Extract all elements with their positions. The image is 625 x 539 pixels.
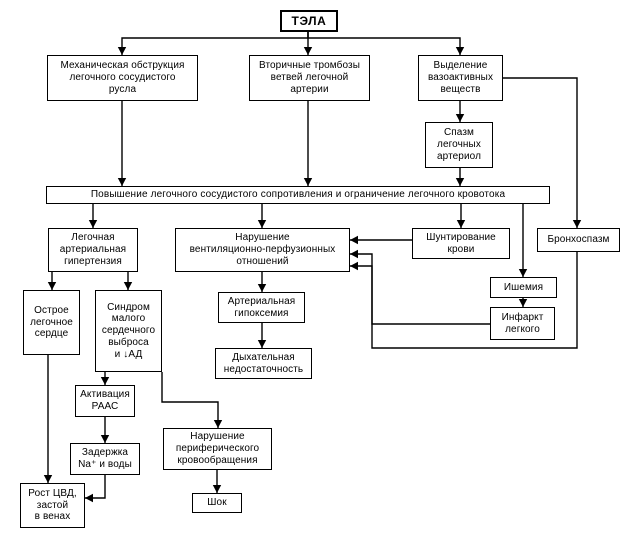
arrowhead-acute_cor-to-cvp_rise <box>43 475 53 483</box>
arrowhead-bronchospasm-to-vent_perf <box>350 261 358 271</box>
arrowhead-band-to-ischemia <box>518 269 528 277</box>
arrowhead-tela-to-mech_obstr <box>117 47 127 55</box>
node-shunt: Шунтирование крови <box>412 228 510 259</box>
arrowhead-tela-to-vasoactive <box>455 47 465 55</box>
node-na_retention: Задержка Na⁺ и воды <box>70 443 140 475</box>
node-pulm_hyper: Легочная артериальная гипертензия <box>48 228 138 272</box>
edge-na_retention-to-cvp_rise <box>85 475 106 499</box>
node-band: Повышение легочного сосудистого сопротив… <box>46 186 550 204</box>
node-mech_obstr: Механическая обструкция легочного сосуди… <box>47 55 198 101</box>
arrowhead-peripheral_circ-to-shock <box>212 485 222 493</box>
node-vent_perf: Нарушение вентиляционно-перфузионных отн… <box>175 228 350 272</box>
edge-bronchospasm-to-vent_perf <box>350 252 578 349</box>
arrowhead-band-to-pulm_hyper <box>88 220 98 228</box>
node-bronchospasm: Бронхоспазм <box>537 228 620 252</box>
node-shock: Шок <box>192 493 242 513</box>
arrowhead-low_output-to-raas <box>100 377 110 385</box>
node-infarct: Инфаркт легкого <box>490 307 555 340</box>
arrowhead-na_retention-to-cvp_rise <box>85 493 93 503</box>
arrowhead-band-to-shunt <box>456 220 466 228</box>
arrowhead-raas-to-na_retention <box>100 435 110 443</box>
arrowhead-low_output-to-peripheral_circ <box>213 420 223 428</box>
node-low_output: Синдром малого сердечного выброса и ↓АД <box>95 290 162 372</box>
arrowhead-band-to-vent_perf <box>257 220 267 228</box>
arrowhead-pulm_hyper-to-acute_cor <box>47 282 57 290</box>
node-spasm: Спазм легочных артериол <box>425 122 493 168</box>
arrowhead-mech_obstr-to-band <box>117 178 127 186</box>
arrowhead-sec_thromb-to-band <box>303 178 313 186</box>
node-art_hypox: Артериальная гипоксемия <box>218 292 305 323</box>
edge-low_output-to-peripheral_circ <box>161 372 219 428</box>
node-sec_thromb: Вторичные тромбозы ветвей легочной артер… <box>249 55 370 101</box>
node-raas: Активация РААС <box>75 385 135 417</box>
node-vasoactive: Выделение вазоактивных веществ <box>418 55 503 101</box>
arrowhead-ischemia-to-infarct <box>518 299 528 307</box>
node-ischemia: Ишемия <box>490 277 557 298</box>
edge-vasoactive-to-bronchospasm <box>503 77 578 228</box>
node-peripheral_circ: Нарушение периферического кровообращения <box>163 428 272 470</box>
arrowhead-vasoactive-to-spasm <box>455 114 465 122</box>
node-tela: ТЭЛА <box>280 10 338 32</box>
node-cvp_rise: Рост ЦВД, застой в венах <box>20 483 85 528</box>
arrowhead-tela-to-sec_thromb <box>303 47 313 55</box>
edge-tela-to-vasoactive <box>307 32 461 55</box>
edge-infarct-to-vent_perf <box>350 253 490 325</box>
arrowhead-art_hypox-to-resp_fail <box>257 340 267 348</box>
edge-tela-to-mech_obstr <box>121 32 309 55</box>
arrowhead-infarct-to-vent_perf <box>350 249 358 259</box>
node-acute_cor: Острое легочное сердце <box>23 290 80 355</box>
arrowhead-vasoactive-to-bronchospasm <box>572 220 582 228</box>
arrowhead-vent_perf-to-art_hypox <box>257 284 267 292</box>
arrowhead-spasm-to-band <box>455 178 465 186</box>
arrowhead-pulm_hyper-to-low_output <box>123 282 133 290</box>
node-resp_fail: Дыхательная недостаточность <box>215 348 312 379</box>
arrowhead-shunt-to-vent_perf <box>350 235 358 245</box>
